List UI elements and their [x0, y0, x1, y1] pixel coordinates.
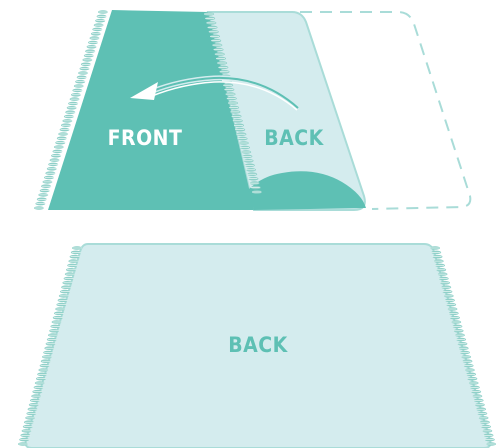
fringe-left-top: [34, 10, 108, 210]
fringe-left-bottom: [18, 246, 82, 446]
back-label-bottom: BACK: [228, 333, 288, 357]
folded-towel-illustration: FRONT BACK: [34, 10, 472, 211]
fringe-fold-edge: [204, 12, 262, 194]
fringe-right-bottom: [430, 246, 496, 446]
front-label: FRONT: [108, 126, 183, 150]
fold-target-dashed-outline: [300, 11, 472, 210]
towel-fold-curl: [248, 171, 366, 210]
curved-arrow-left-icon: [130, 75, 300, 111]
back-label-top: BACK: [264, 126, 324, 150]
unfolded-towel-illustration: BACK: [18, 243, 496, 448]
towel-front-panel: [48, 10, 254, 210]
